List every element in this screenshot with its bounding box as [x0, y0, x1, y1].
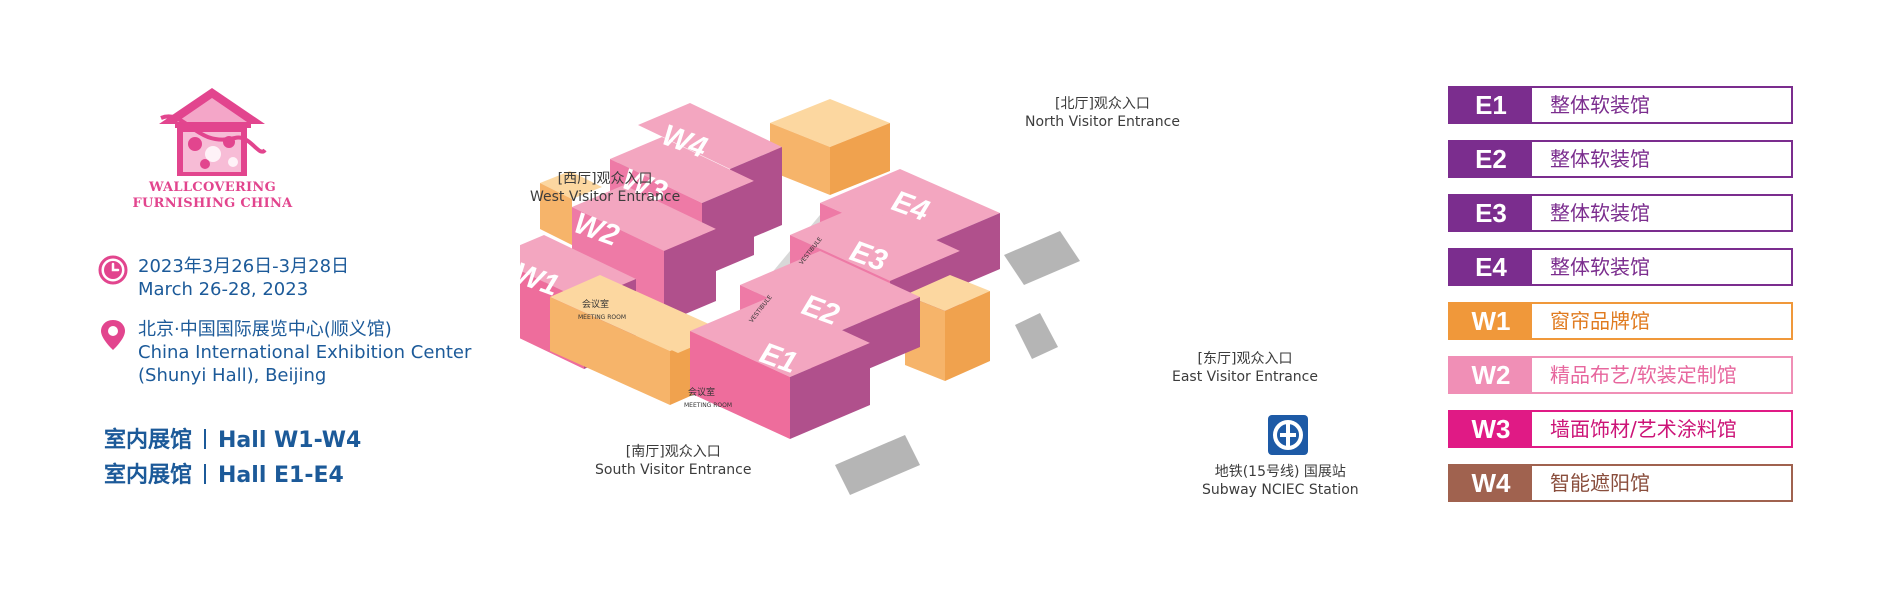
legend-name: 窗帘品牌馆 — [1550, 309, 1650, 333]
date-cn: 2023年3月26日-3月28日 — [138, 256, 350, 277]
date-en: March 26-28, 2023 — [138, 279, 309, 300]
legend-code: W4 — [1450, 466, 1532, 500]
legend-code: E3 — [1450, 196, 1532, 230]
legend-name: 整体软装馆 — [1550, 255, 1650, 279]
legend-code: W1 — [1450, 304, 1532, 338]
south-entrance-label: [南厅]观众入口 South Visitor Entrance — [595, 444, 752, 478]
legend-code: W2 — [1450, 358, 1532, 392]
parking-area — [1004, 231, 1080, 285]
meeting-room-label-cn: 会议室 — [582, 298, 609, 310]
legend-name: 整体软装馆 — [1550, 201, 1650, 225]
legend-name: 整体软装馆 — [1550, 147, 1650, 171]
clock-icon — [98, 255, 128, 285]
legend-code: E2 — [1450, 142, 1532, 176]
logo-text-line2: FURNISHING CHINA — [132, 196, 293, 211]
meeting-room-label-en: MEETING ROOM — [684, 402, 732, 409]
legend-item-e3: E3 整体软装馆 — [1448, 194, 1793, 232]
legend-code: E4 — [1450, 250, 1532, 284]
legend-name: 精品布艺/软装定制馆 — [1550, 363, 1737, 387]
venue-en-line2: (Shunyi Hall), Beijing — [138, 365, 327, 386]
isometric-map: W4 W3 W2 W1 E4 E3 E2 E1 会议室 MEETING ROOM… — [492, 99, 1080, 495]
legend-item-w4: W4 智能遮阳馆 — [1448, 464, 1793, 502]
subway-label: 地铁(15号线) 国展站 Subway NCIEC Station — [1202, 464, 1359, 498]
location-pin-icon — [101, 320, 125, 350]
venue-cn: 北京·中国国际展览中心(顺义馆) — [138, 319, 392, 340]
venue-en-line1: China International Exhibition Center — [138, 342, 472, 363]
legend-item-e2: E2 整体软装馆 — [1448, 140, 1793, 178]
hall-summary-cn: 室内展馆 — [104, 463, 193, 488]
legend-item-w1: W1 窗帘品牌馆 — [1448, 302, 1793, 340]
logo: WALLCOVERING FURNISHING CHINA — [125, 88, 300, 213]
legend-name: 智能遮阳馆 — [1550, 471, 1650, 495]
meeting-room-label-cn: 会议室 — [688, 386, 715, 398]
legend-item-e1: E1 整体软装馆 — [1448, 86, 1793, 124]
subway-icon — [1268, 415, 1308, 455]
hall-summary-en: Hall E1-E4 — [218, 463, 344, 488]
east-entrance-label: [东厅]观众入口 East Visitor Entrance — [1172, 351, 1318, 385]
north-entrance-label: [北厅]观众入口 North Visitor Entrance — [1025, 96, 1180, 130]
legend-item-w2: W2 精品布艺/软装定制馆 — [1448, 356, 1793, 394]
legend-item-w3: W3 墙面饰材/艺术涂料馆 — [1448, 410, 1793, 448]
parking-area — [1015, 313, 1058, 359]
legend-code: E1 — [1450, 88, 1532, 122]
hall-summary-cn: 室内展馆 — [104, 428, 193, 453]
venue-map: W4 W3 W2 W1 E4 E3 E2 E1 会议室 MEETING ROOM… — [492, 85, 1410, 515]
west-entrance-label: [西厅]观众入口 West Visitor Entrance — [530, 171, 681, 205]
legend-name: 墙面饰材/艺术涂料馆 — [1550, 417, 1737, 441]
logo-text-line1: WALLCOVERING — [148, 180, 277, 195]
legend-name: 整体软装馆 — [1550, 93, 1650, 117]
hall-summary-west: 室内展馆 Hall W1-W4 — [104, 422, 361, 454]
legend-item-e4: E4 整体软装馆 — [1448, 248, 1793, 286]
meeting-room-label-en: MEETING ROOM — [578, 314, 626, 321]
legend-code: W3 — [1450, 412, 1532, 446]
hall-summary-en: Hall W1-W4 — [218, 428, 362, 453]
house-logo-icon — [159, 88, 267, 176]
hall-summary-east: 室内展馆 Hall E1-E4 — [104, 457, 344, 489]
parking-area — [835, 435, 920, 495]
